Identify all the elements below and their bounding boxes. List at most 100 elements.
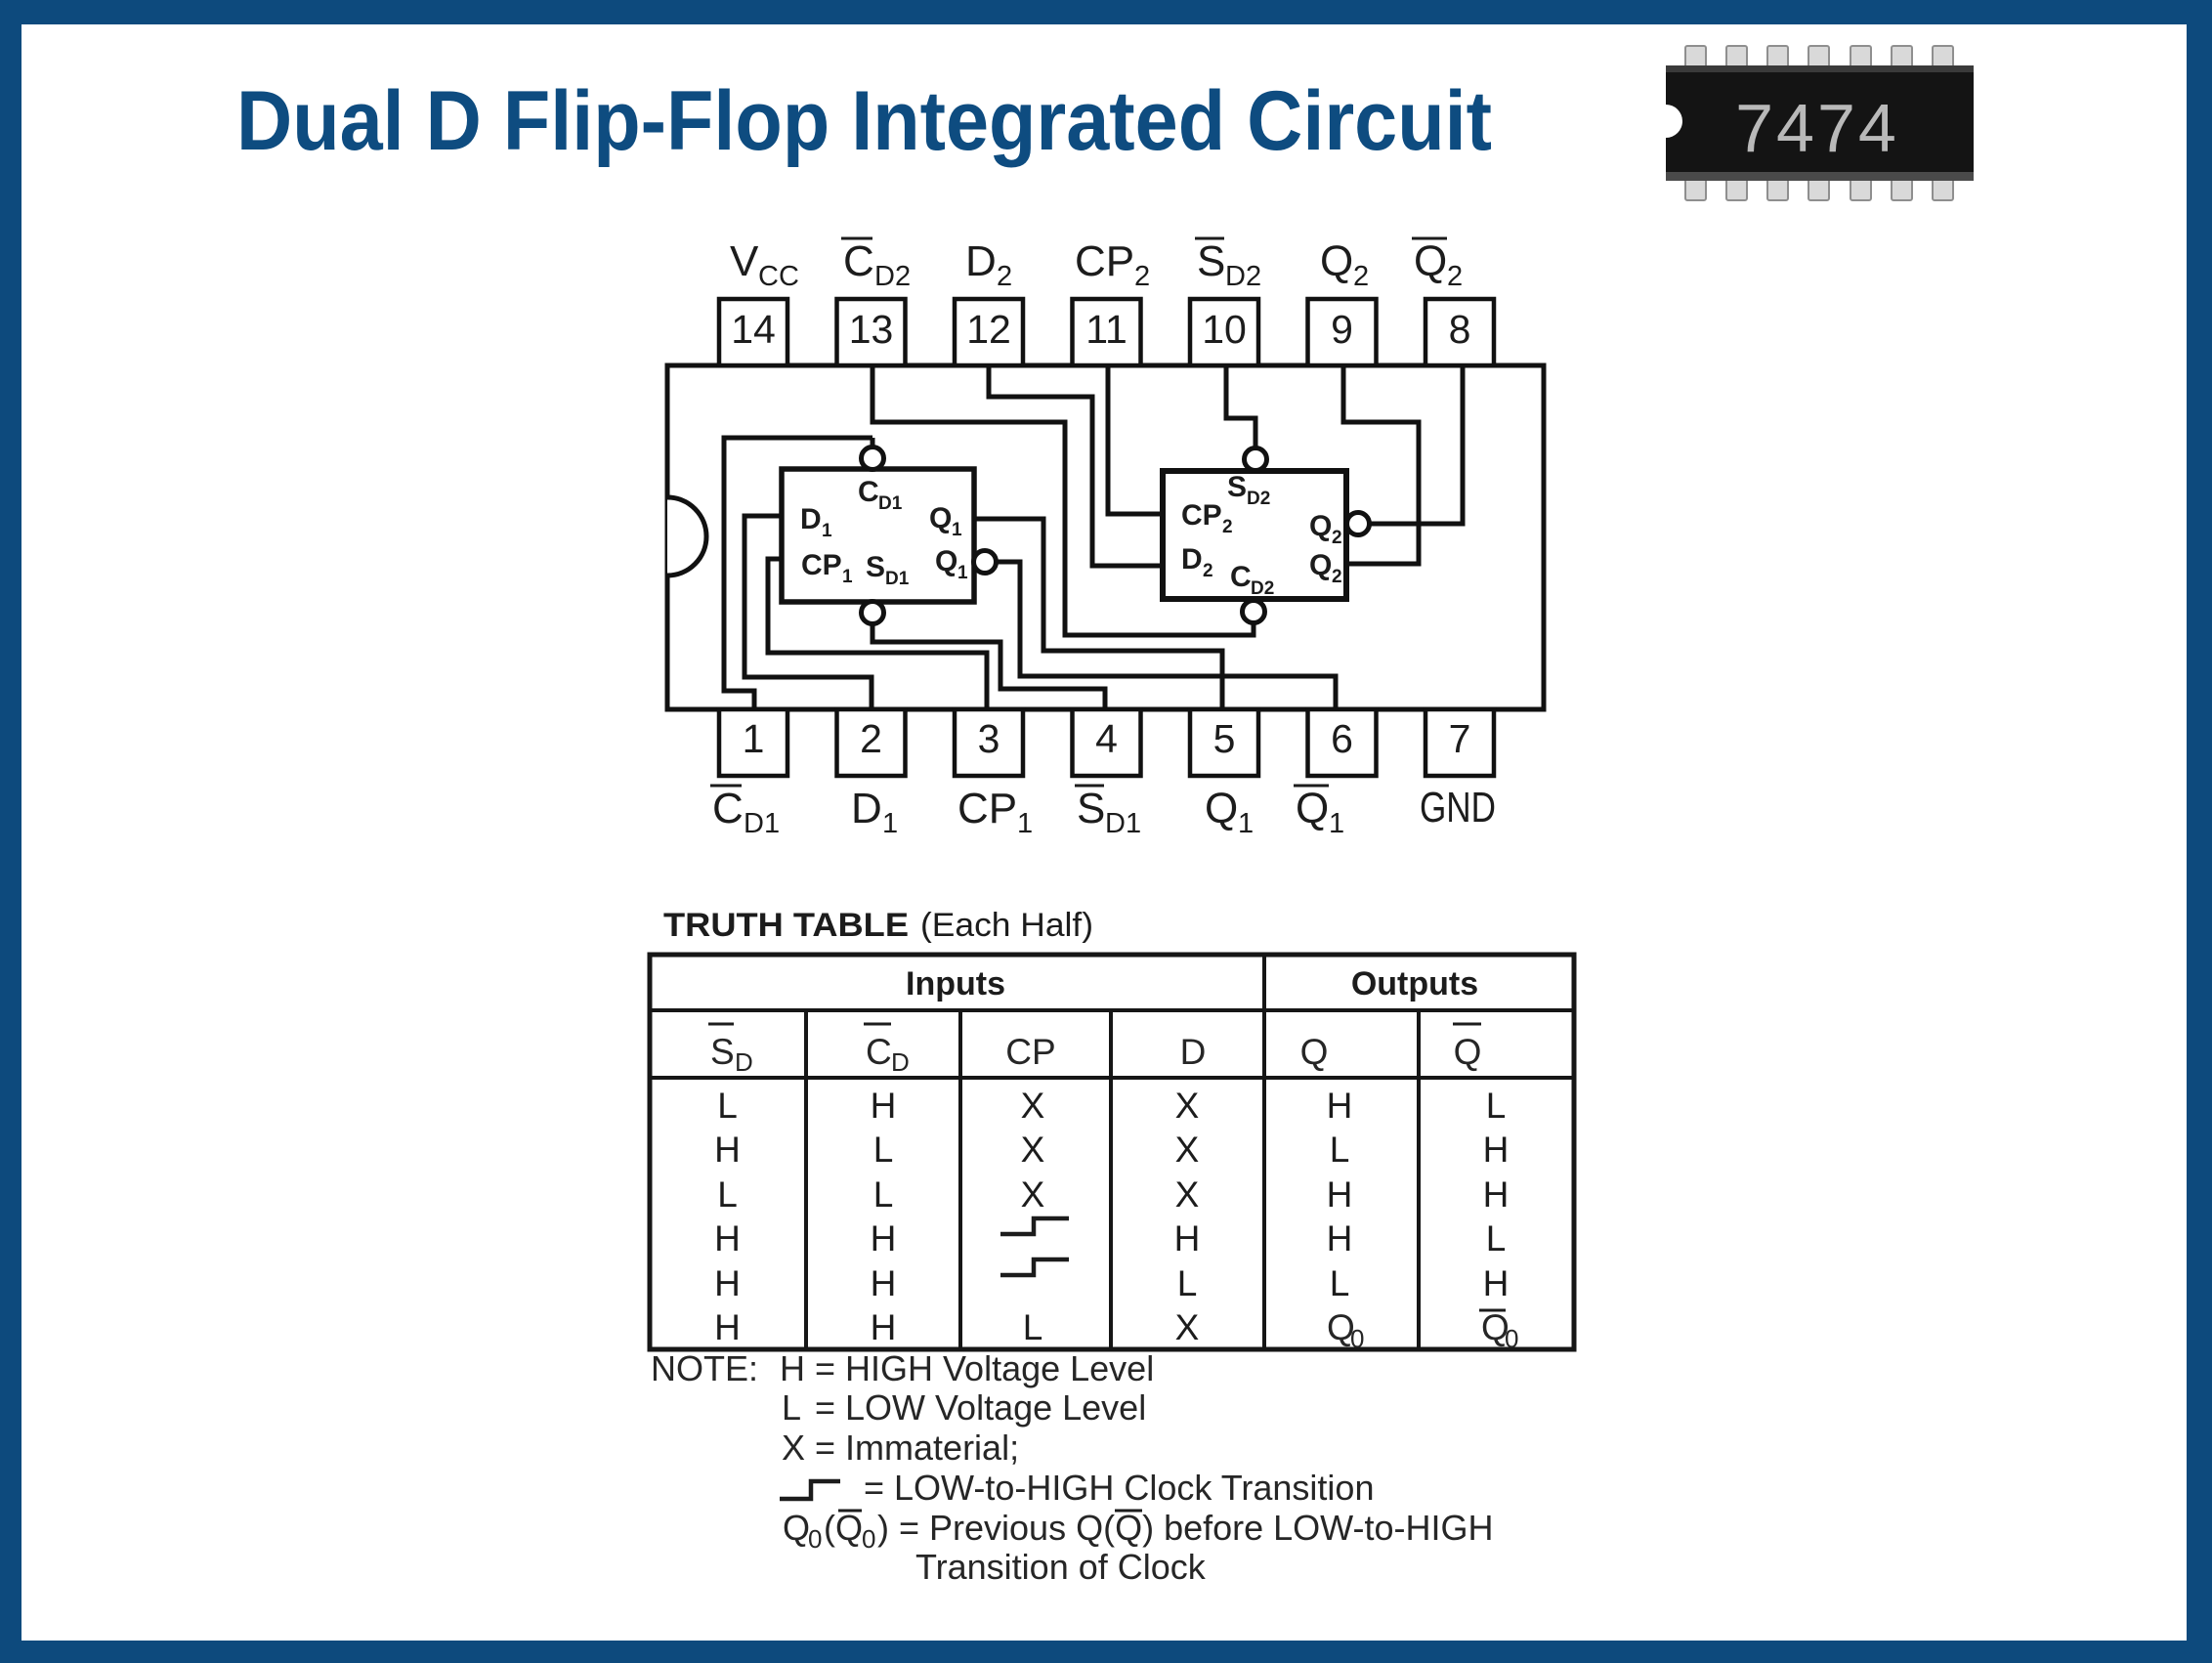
svg-text:H: H xyxy=(1174,1218,1201,1258)
svg-text:L: L xyxy=(1177,1263,1198,1303)
svg-text:2: 2 xyxy=(997,261,1012,292)
svg-text:C: C xyxy=(858,476,879,508)
svg-text:0: 0 xyxy=(1350,1324,1364,1353)
svg-text:1: 1 xyxy=(822,521,832,541)
svg-text:H: H xyxy=(714,1263,741,1303)
svg-text:1: 1 xyxy=(882,808,898,839)
svg-text:H: H xyxy=(1483,1263,1510,1303)
svg-text:(Q: (Q xyxy=(824,1508,863,1548)
svg-text:Q: Q xyxy=(1300,1032,1329,1072)
svg-text:L: L xyxy=(717,1086,738,1126)
svg-text:X: X xyxy=(1175,1130,1200,1170)
svg-text:D2: D2 xyxy=(874,261,911,292)
svg-text:X = Immaterial;: X = Immaterial; xyxy=(782,1428,1019,1468)
svg-text:H: H xyxy=(714,1130,741,1170)
svg-text:C: C xyxy=(843,237,874,285)
svg-text:4: 4 xyxy=(1095,716,1118,761)
svg-text:Q: Q xyxy=(1454,1032,1482,1072)
svg-text:D: D xyxy=(965,237,997,285)
svg-text:H: H xyxy=(871,1218,897,1258)
svg-text:D2: D2 xyxy=(1251,578,1274,599)
svg-text:) = Previous Q(Q) before LOW-t: ) = Previous Q(Q) before LOW-to-HIGH xyxy=(877,1508,1494,1548)
svg-text:1: 1 xyxy=(1017,808,1033,839)
svg-text:TRUTH TABLE: TRUTH TABLE xyxy=(663,907,909,944)
svg-text:H: H xyxy=(871,1307,897,1347)
svg-text:S: S xyxy=(1077,785,1105,832)
svg-text:L: L xyxy=(1330,1263,1350,1303)
svg-text:H: H xyxy=(1483,1130,1510,1170)
svg-text:H: H xyxy=(871,1086,897,1126)
svg-text:1: 1 xyxy=(1329,808,1344,839)
svg-text:8: 8 xyxy=(1449,307,1471,352)
svg-text:D2: D2 xyxy=(1247,489,1270,509)
svg-text:D2: D2 xyxy=(1225,261,1261,292)
svg-text:7474: 7474 xyxy=(1735,90,1899,166)
svg-text:14: 14 xyxy=(731,307,776,352)
svg-text:H: H xyxy=(1327,1218,1353,1258)
svg-text:12: 12 xyxy=(966,307,1011,352)
svg-text:13: 13 xyxy=(849,307,894,352)
svg-text:V: V xyxy=(730,237,759,285)
svg-text:1: 1 xyxy=(842,567,853,587)
svg-text:GND: GND xyxy=(1420,784,1496,832)
svg-text:S: S xyxy=(1227,471,1247,503)
svg-text:D: D xyxy=(735,1047,753,1077)
svg-text:= LOW-to-HIGH Clock Transition: = LOW-to-HIGH Clock Transition xyxy=(864,1468,1374,1508)
svg-text:0: 0 xyxy=(808,1524,822,1554)
svg-text:2: 2 xyxy=(860,716,882,761)
svg-text:X: X xyxy=(1175,1086,1200,1126)
svg-text:D1: D1 xyxy=(885,569,910,589)
svg-text:1: 1 xyxy=(957,563,968,583)
svg-text:S: S xyxy=(1197,237,1225,285)
svg-text:C: C xyxy=(712,785,744,832)
svg-text:Dual D Flip-Flop Integrated Ci: Dual D Flip-Flop Integrated Circuit xyxy=(236,74,1492,168)
svg-text:6: 6 xyxy=(1331,716,1353,761)
svg-text:C: C xyxy=(866,1032,892,1072)
svg-text:L: L xyxy=(1486,1086,1507,1126)
svg-text:= LOW Voltage Level: = LOW Voltage Level xyxy=(815,1387,1146,1428)
svg-text:Q: Q xyxy=(929,502,952,534)
svg-text:Q: Q xyxy=(1481,1307,1510,1347)
svg-text:L: L xyxy=(873,1174,894,1215)
svg-text:Inputs: Inputs xyxy=(906,965,1005,1002)
svg-text:Q: Q xyxy=(935,545,957,577)
svg-text:L: L xyxy=(1023,1307,1043,1347)
svg-text:2: 2 xyxy=(1332,528,1342,548)
svg-text:H: H xyxy=(1327,1086,1353,1126)
svg-text:Transition of Clock: Transition of Clock xyxy=(915,1547,1207,1587)
svg-text:Q: Q xyxy=(1327,1307,1355,1347)
svg-text:Q: Q xyxy=(783,1508,810,1548)
svg-text:D: D xyxy=(1181,543,1203,576)
svg-text:11: 11 xyxy=(1085,307,1127,352)
svg-text:0: 0 xyxy=(1505,1324,1518,1353)
svg-text:L: L xyxy=(717,1174,738,1215)
svg-text:D1: D1 xyxy=(744,808,780,839)
svg-text:Q: Q xyxy=(1320,237,1353,285)
svg-text:Outputs: Outputs xyxy=(1351,965,1478,1002)
svg-text:3: 3 xyxy=(978,716,1000,761)
svg-text:1: 1 xyxy=(952,520,962,540)
svg-text:H: H xyxy=(871,1263,897,1303)
svg-text:L: L xyxy=(1486,1218,1507,1258)
svg-text:D1: D1 xyxy=(1105,808,1141,839)
svg-text:S: S xyxy=(866,551,885,583)
svg-text:1: 1 xyxy=(743,716,765,761)
svg-text:D: D xyxy=(891,1047,910,1077)
svg-text:2: 2 xyxy=(1353,261,1369,292)
svg-text:9: 9 xyxy=(1331,307,1353,352)
svg-text:X: X xyxy=(1175,1174,1200,1215)
svg-text:D: D xyxy=(851,785,882,832)
svg-text:CP: CP xyxy=(801,549,842,581)
svg-text:2: 2 xyxy=(1332,567,1342,587)
svg-text:Q: Q xyxy=(1205,785,1238,832)
svg-text:X: X xyxy=(1175,1307,1200,1347)
svg-text:2: 2 xyxy=(1203,561,1213,581)
svg-text:CP: CP xyxy=(1181,499,1222,532)
svg-text:H: H xyxy=(714,1307,741,1347)
svg-text:H: H xyxy=(1327,1174,1353,1215)
svg-text:L: L xyxy=(1330,1130,1350,1170)
svg-text:H: H xyxy=(714,1218,741,1258)
svg-text:Q: Q xyxy=(1296,785,1329,832)
svg-text:CP: CP xyxy=(957,785,1017,832)
svg-text:CP: CP xyxy=(1075,237,1134,285)
